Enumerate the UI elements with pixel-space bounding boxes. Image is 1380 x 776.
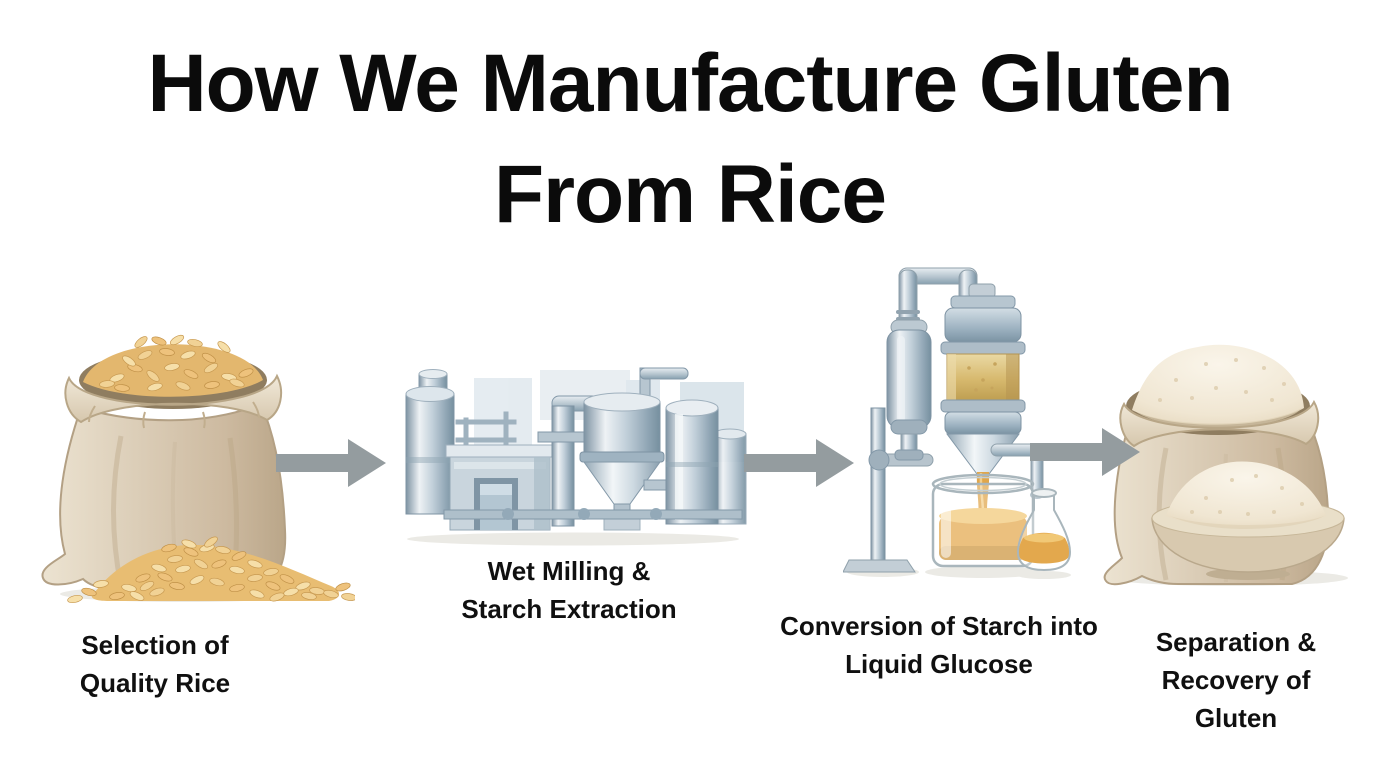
factory-hopper: [579, 367, 689, 531]
glucose-apparatus-icon: [843, 267, 1072, 579]
arrow-right-icon: [1030, 428, 1140, 476]
step-label-conversion: Conversion of Starch into Liquid Glucose: [780, 611, 1098, 679]
lab-condenser: [886, 319, 932, 461]
factory-bottom-pipe: [443, 508, 743, 520]
title-line-1: How We Manufacture Gluten: [147, 38, 1233, 129]
lab-main-vessel: [940, 283, 1026, 475]
rice-sack-icon: [41, 334, 355, 604]
flask: [1016, 488, 1072, 572]
lab-stand: [843, 407, 934, 573]
arrow-shape: [744, 439, 854, 487]
factory-left-silo: [405, 369, 455, 515]
step-label-selection: Selection of Quality Rice: [79, 630, 231, 698]
arrow-right-icon: [276, 439, 386, 487]
beaker: [931, 473, 1035, 568]
rice-sack-cuff: [64, 373, 283, 429]
gluten-bowl: [1151, 461, 1345, 580]
step-label-separation: Separation & Recovery of Gluten: [1155, 627, 1317, 733]
title-line-2: From Rice: [494, 149, 887, 240]
arrow-shape: [276, 439, 386, 487]
gluten-sack-icon: [1103, 344, 1348, 586]
rice-pile: [67, 536, 355, 604]
arrow-right-icon: [744, 439, 854, 487]
factory-ground-shadow: [407, 532, 739, 546]
milling-plant-icon: [405, 367, 747, 546]
page-title: How We Manufacture Gluten From Rice: [0, 28, 1380, 250]
rice-mound: [79, 334, 267, 409]
arrow-shape: [1030, 428, 1140, 476]
factory-right-tanks: [643, 399, 747, 525]
step-label-wet-milling: Wet Milling & Starch Extraction: [461, 556, 677, 624]
